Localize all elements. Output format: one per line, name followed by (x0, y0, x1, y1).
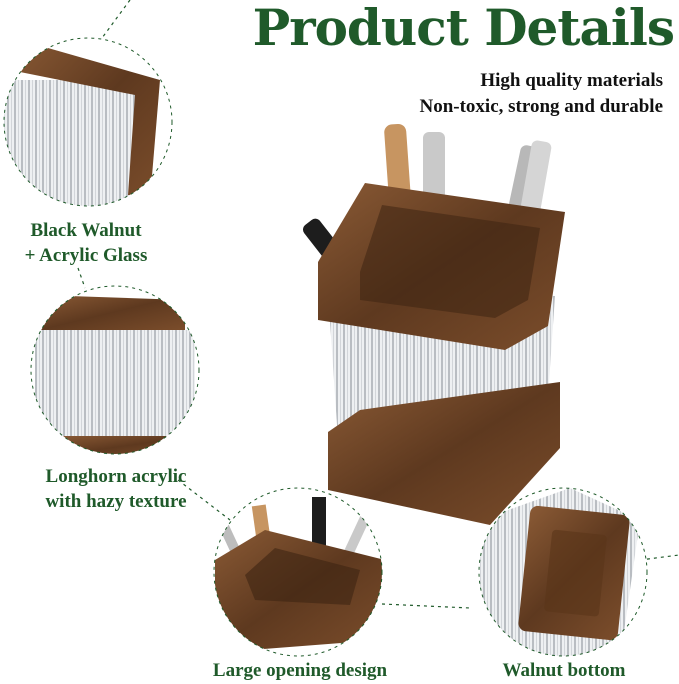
page-title: Product Details (252, 0, 675, 57)
circle-4-outline (478, 487, 648, 657)
callout-material-line1: Black Walnut (30, 220, 142, 241)
callout-acrylic: Longhorn acrylic with hazy texture (26, 464, 206, 514)
subtitle-quality: High quality materials (480, 70, 663, 91)
circle-1-outline (3, 37, 173, 207)
connector-lines (77, 0, 679, 609)
circle-3-outline (213, 487, 383, 657)
subtitle-durable: Non-toxic, strong and durable (419, 96, 663, 117)
circle-walnut-bottom (479, 488, 647, 656)
callout-acrylic-line1: Longhorn acrylic (45, 466, 187, 487)
circle-opening (214, 488, 382, 656)
callout-acrylic-line2: with hazy texture (45, 491, 187, 512)
callout-opening: Large opening design (212, 660, 388, 681)
circle-acrylic (31, 286, 199, 454)
callout-bottom: Walnut bottom (502, 660, 626, 681)
circle-2-outline (30, 285, 200, 455)
pen-holder-main (302, 123, 565, 525)
callout-material-line2: + Acrylic Glass (24, 245, 148, 266)
callout-material: Black Walnut + Acrylic Glass (6, 218, 166, 268)
circle-walnut-acrylic (4, 38, 172, 206)
